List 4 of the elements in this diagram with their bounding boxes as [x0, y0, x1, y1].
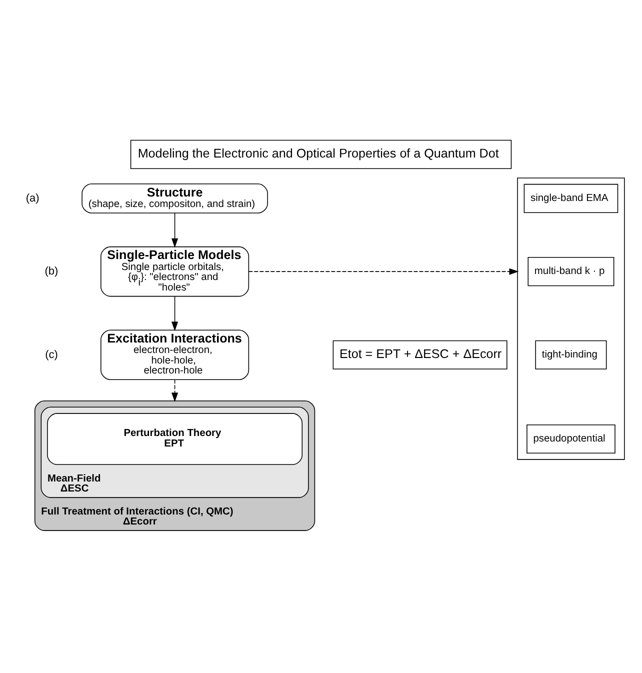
label: (b) [44, 264, 58, 277]
label: (a) [26, 192, 40, 204]
diagram-title: Modeling the Electronic and Optical Properties of a Quantum Dot [138, 146, 499, 160]
label: (c) [45, 348, 58, 360]
